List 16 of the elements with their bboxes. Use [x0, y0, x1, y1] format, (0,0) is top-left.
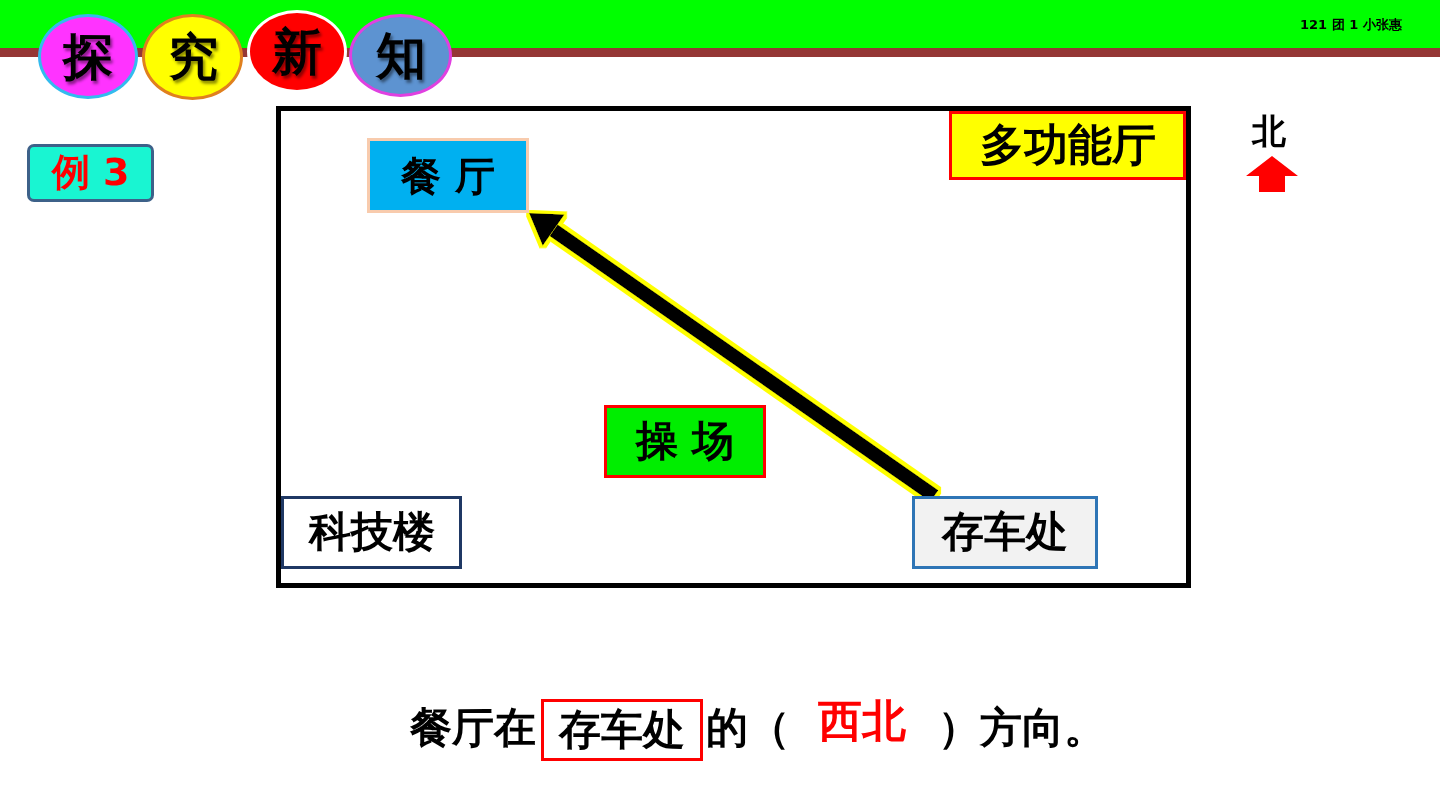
- example-tag: 例 3: [27, 144, 154, 202]
- sentence-text: ）方向。: [938, 704, 1106, 753]
- heading-badge: 究: [142, 14, 243, 100]
- answer-text: 西北: [818, 696, 906, 747]
- place-box: 餐 厅: [367, 138, 529, 213]
- place-box: 操 场: [604, 405, 766, 478]
- place-box: 多功能厅: [949, 111, 1186, 180]
- author-credit: 121 团 1 小张惠: [1300, 18, 1402, 33]
- sentence-text: 的（: [706, 704, 790, 753]
- place-box: 存车处: [912, 496, 1098, 569]
- sentence-text: 餐厅在: [410, 704, 536, 753]
- highlight-frame: 存车处: [541, 699, 703, 761]
- map-frame: [276, 106, 1191, 588]
- heading-badge: 探: [38, 14, 138, 99]
- place-box: 科技楼: [281, 496, 462, 569]
- north-label: 北: [1252, 112, 1286, 152]
